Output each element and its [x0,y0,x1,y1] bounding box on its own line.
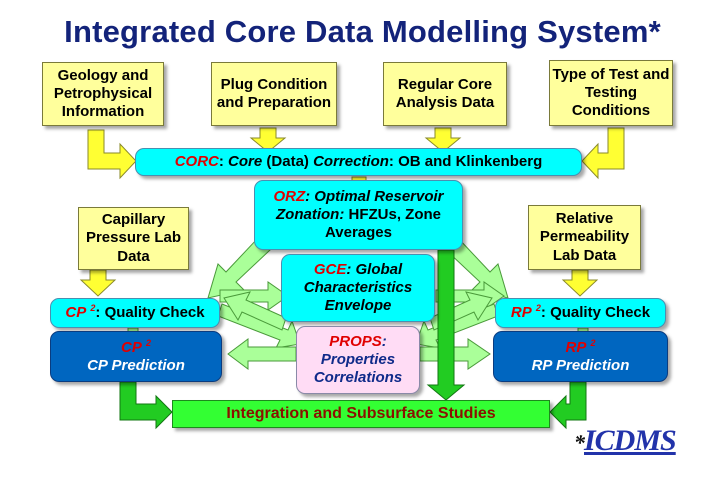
corc-sep: : [218,152,229,170]
input-type-test: Type of Test and Testing Conditions [549,60,673,126]
logo-star: * [574,430,585,455]
cp-pred-abbr: CP [120,338,142,356]
input-relative-label: Relative Permeability Lab Data [539,210,630,264]
props-box: PROPS: Properties Correlations [296,326,420,394]
gce-line3: Envelope [324,297,392,315]
arrow-capillary-to-cp [79,269,117,297]
cp-prediction: CP 2 CP Prediction [50,331,222,382]
rp-pred-text: RP Prediction [531,357,630,374]
integration-label: Integration and Subsurface Studies [226,405,496,423]
rp-prediction: RP 2 RP Prediction [493,331,668,382]
input-regular: Regular Core Analysis Data [383,62,507,126]
arrow-regular-to-corc [424,127,462,153]
page-title: Integrated Core Data Modelling System* [64,14,661,49]
input-capillary: Capillary Pressure Lab Data [78,207,189,270]
orz-box: ORZ: Optimal Reservoir Zonation: HFZUs, … [254,180,463,250]
rp-pred-sup: 2 [590,337,596,348]
rp-check-abbr: RP [510,304,532,322]
input-plug-label: Plug Condition and Preparation [216,75,332,111]
input-regular-label: Regular Core Analysis Data [395,75,495,111]
cp-check-abbr: CP [65,304,87,322]
gce-line1: : Global [346,260,403,278]
rp-pred-abbr: RP [565,338,587,356]
corc-data: (Data) [262,152,314,170]
orz-line3: Averages [325,224,392,242]
rp-quality-check: RP 2: Quality Check [495,298,666,328]
gce-abbr: GCE [313,260,347,278]
arrow-relative-to-rp [561,269,599,297]
gce-line2: Characteristics [303,278,413,296]
arrow-cppred-to-integration [119,381,173,430]
input-capillary-label: Capillary Pressure Lab Data [85,211,182,265]
arrow-rppred-to-integration [549,381,587,430]
input-geology-label: Geology and Petrophysical Information [53,66,153,121]
orz-line2a: Zonation: [276,205,349,223]
corc-abbr: CORC [174,152,219,170]
cp-pred-sup: 2 [146,337,152,348]
input-geology: Geology and Petrophysical Information [42,62,164,126]
arrow-typetest-to-corc [581,127,625,180]
arrow-gce-to-cpcheck [223,291,287,331]
orz-line1: : Optimal Reservoir [305,187,444,205]
cp-quality-check: CP 2: Quality Check [50,298,220,328]
corc-rest: : OB and Klinkenberg [388,152,543,170]
props-line2: Properties [320,350,396,368]
logo-text: ICDMS [584,424,677,457]
rp-check-sup: 2 [535,303,541,314]
input-type-test-label: Type of Test and Testing Conditions [552,65,670,120]
corc-core: Core [228,152,263,170]
input-plug: Plug Condition and Preparation [211,62,337,126]
orz-abbr: ORZ [273,187,306,205]
props-line3: Correlations [313,369,403,387]
rp-check-text: : Quality Check [540,304,651,322]
arrow-props-to-rp-pred [419,338,491,370]
orz-line2b: HFZUs, Zone [348,205,441,223]
arrow-orz-to-integration [426,249,466,401]
integration-box: Integration and Subsurface Studies [172,400,550,428]
corc-correction: Correction [313,152,389,170]
arrow-geology-to-corc [87,129,137,180]
cp-check-sup: 2 [90,303,96,314]
input-relative: Relative Permeability Lab Data [528,205,641,270]
arrow-plug-to-corc [249,127,287,153]
props-abbr: PROPS [329,332,382,350]
arrow-props-to-cp-pred [227,338,297,370]
cp-pred-text: CP Prediction [87,357,185,374]
props-line1: : [381,332,387,350]
cp-check-text: : Quality Check [95,304,205,322]
gce-box: GCE: Global Characteristics Envelope [281,254,435,322]
icdms-logo: *ICDMS [574,424,677,458]
corc-box: CORC: Core (Data) Correction: OB and Kli… [135,148,582,176]
